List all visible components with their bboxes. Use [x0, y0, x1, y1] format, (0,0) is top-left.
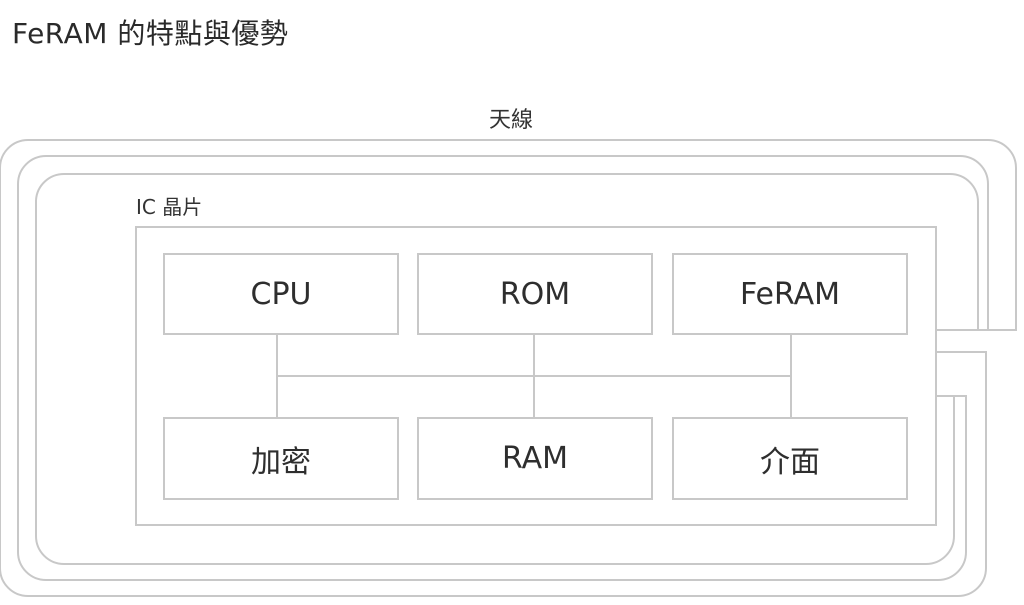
cpu-block: CPU: [163, 253, 399, 335]
feram-block: FeRAM: [672, 253, 908, 335]
ic-chip-label: IC 晶片: [136, 195, 203, 219]
ram-block: RAM: [417, 417, 653, 500]
rom-block: ROM: [417, 253, 653, 335]
antenna-loop-outer: [0, 139, 1017, 597]
antenna-label: 天線: [488, 108, 533, 133]
crypto-block: 加密: [163, 417, 399, 500]
antenna-loop-inner: [35, 172, 979, 565]
internal-bus: [276, 335, 792, 417]
interface-block: 介面: [672, 417, 908, 500]
antenna-coil: [0, 139, 1017, 597]
page-title: FeRAM 的特點與優勢: [12, 17, 289, 50]
antenna-loop-middle: [17, 155, 989, 581]
